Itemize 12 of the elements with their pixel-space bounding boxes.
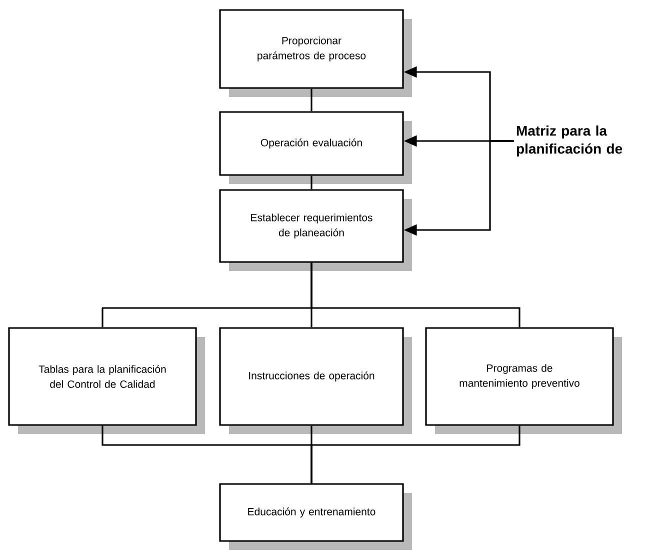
annotation-text: Matriz para la planificación de <box>516 125 622 157</box>
process-box: Educación y entrenamiento <box>219 483 412 550</box>
connector-line <box>310 262 520 328</box>
process-box: Instrucciones de operación <box>219 327 412 434</box>
process-box: Operación evaluación <box>219 111 412 184</box>
connector-line <box>310 88 312 112</box>
process-box: Establecer requerimientos de planeación <box>219 189 412 271</box>
connector-line <box>310 176 312 190</box>
process-box: Programas de mantenimiento preventivo <box>425 327 622 434</box>
connector-line <box>310 426 520 484</box>
process-box: Proporcionar parámetros de proceso <box>219 9 412 97</box>
process-box: Tablas para la planificación del Control de Calidad <box>8 327 205 434</box>
